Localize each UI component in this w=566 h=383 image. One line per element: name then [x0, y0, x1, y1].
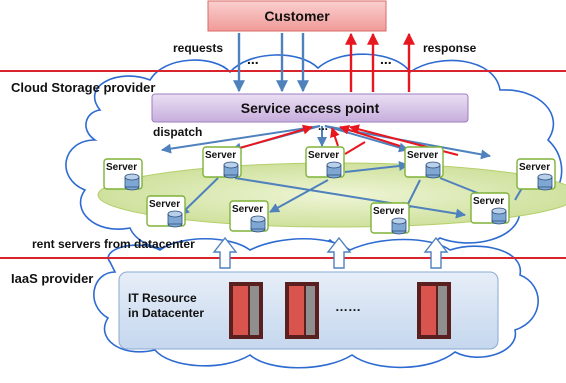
server-label: Server	[149, 199, 180, 210]
dispatch-label: dispatch	[153, 125, 203, 139]
server-label: Server	[519, 162, 550, 173]
rack-icon	[229, 282, 263, 339]
ellipsis-top-right: ...	[380, 51, 392, 67]
server-node: Server	[305, 146, 345, 179]
iaas-provider-label: IaaS provider	[11, 271, 94, 286]
customer-label: Customer	[264, 8, 330, 24]
rack-icon	[285, 282, 319, 339]
server-node: Server	[229, 200, 269, 233]
request-arrows	[233, 33, 309, 93]
server-node: Server	[470, 192, 510, 225]
requests-label: requests	[173, 41, 224, 55]
it-resource-label-line2: in Datacenter	[128, 306, 205, 320]
rack-icon	[417, 282, 451, 339]
database-icon	[167, 210, 183, 228]
ellipsis-top-left: ...	[247, 51, 259, 67]
database-icon	[223, 161, 239, 179]
service-access-point-box	[151, 93, 469, 123]
it-resource-label-line1: IT Resource	[128, 291, 197, 305]
database-icon	[250, 215, 266, 233]
database-icon	[537, 173, 553, 191]
server-label: Server	[373, 206, 404, 217]
cloud-storage-provider-label: Cloud Storage provider	[11, 80, 156, 95]
server-node: Server	[146, 195, 186, 228]
server-label: Server	[106, 162, 137, 173]
server-label: Server	[205, 150, 236, 161]
database-icon	[491, 207, 507, 225]
rent-arrows	[212, 236, 449, 269]
server-node: Server	[370, 202, 410, 235]
rent-servers-label: rent servers from datacenter	[32, 237, 195, 251]
server-label: Server	[407, 150, 438, 161]
server-node: Server	[103, 158, 143, 191]
ellipsis-racks: ……	[335, 299, 361, 314]
server-label: Server	[232, 204, 263, 215]
ellipsis-dispatch: ...	[318, 119, 329, 133]
database-icon	[124, 173, 140, 191]
customer-box	[207, 0, 387, 32]
response-label: response	[423, 41, 477, 55]
server-label: Server	[473, 196, 504, 207]
server-node: Server	[516, 158, 556, 191]
database-icon	[391, 217, 407, 235]
server-label: Server	[308, 150, 339, 161]
server-node: Server	[404, 146, 444, 179]
response-arrows	[345, 32, 415, 92]
service-access-point-label: Service access point	[240, 100, 380, 116]
server-node: Server	[202, 146, 242, 179]
database-icon	[425, 161, 441, 179]
database-icon	[326, 161, 342, 179]
